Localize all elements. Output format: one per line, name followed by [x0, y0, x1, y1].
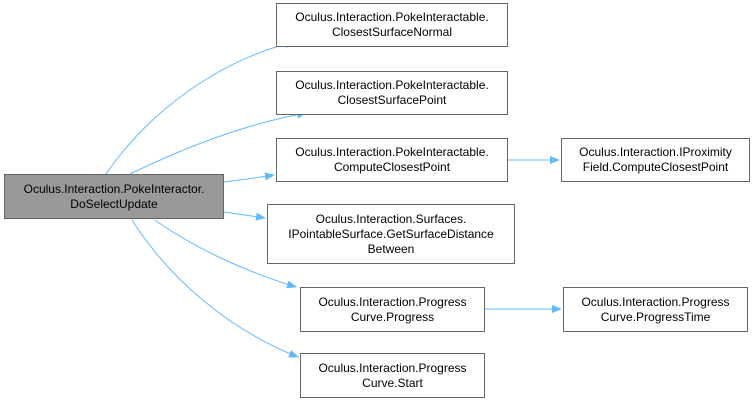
node-label-line-2: ClosestSurfaceNormal [331, 25, 453, 39]
node-progress-curve-start[interactable]: Oculus.Interaction.Progress Curve.Start [300, 353, 485, 398]
node-closest-surface-point[interactable]: Oculus.Interaction.PokeInteractable. Clo… [276, 71, 508, 115]
node-iproximity-field-compute-closest-point[interactable]: Oculus.Interaction.IProximity Field.Comp… [561, 138, 750, 182]
node-label-line-1: Oculus.Interaction.Progress [318, 360, 467, 375]
node-closest-surface-normal[interactable]: Oculus.Interaction.PokeInteractable. Clo… [276, 3, 508, 47]
edge-root-to-surface-distance [223, 211, 266, 221]
node-label-line-3: Between [367, 241, 415, 256]
node-progress-curve-progress[interactable]: Oculus.Interaction.Progress Curve.Progre… [300, 287, 485, 332]
node-label-line-1: Oculus.Interaction.Progress [581, 294, 730, 309]
node-label-line-2: Field.ComputeClosestPoint [582, 160, 729, 174]
node-label-line-2: Curve.ProgressTime [600, 309, 711, 324]
node-label-line-2: ComputeClosestPoint [333, 160, 451, 174]
node-label-line-2: ClosestSurfacePoint [337, 93, 447, 107]
node-compute-closest-point[interactable]: Oculus.Interaction.PokeInteractable. Com… [276, 138, 508, 182]
node-label-line-1: Oculus.Interaction.PokeInteractable. [295, 145, 489, 159]
edge-root-to-start [131, 219, 299, 358]
edge-root-to-closest-normal [105, 40, 295, 175]
node-label-line-2: IPointableSurface.GetSurfaceDistance [288, 226, 494, 241]
node-label-line-2: Curve.Progress [350, 309, 435, 324]
edge-root-to-compute-closest [223, 172, 275, 183]
node-label-line-1: Oculus.Interaction.IProximity [579, 145, 732, 159]
node-label-line-2: DoSelectUpdate [70, 196, 158, 211]
node-label-line-1: Oculus.Interaction.Progress [318, 294, 467, 309]
node-poke-interactor-do-select-update[interactable]: Oculus.Interaction.PokeInteractor. DoSel… [4, 174, 224, 219]
node-label-line-1: Oculus.Interaction.PokeInteractor. [23, 181, 205, 196]
node-label-line-1: Oculus.Interaction.Surfaces. [315, 211, 467, 226]
node-progress-curve-progress-time[interactable]: Oculus.Interaction.Progress Curve.Progre… [563, 287, 748, 332]
edge-root-to-progress [154, 219, 297, 289]
edge-root-to-closest-point [129, 110, 307, 175]
node-get-surface-distance-between[interactable]: Oculus.Interaction.Surfaces. IPointableS… [267, 204, 515, 264]
node-label-line-1: Oculus.Interaction.PokeInteractable. [295, 10, 489, 24]
node-label-line-2: Curve.Start [362, 375, 423, 390]
node-label-line-1: Oculus.Interaction.PokeInteractable. [295, 78, 489, 92]
